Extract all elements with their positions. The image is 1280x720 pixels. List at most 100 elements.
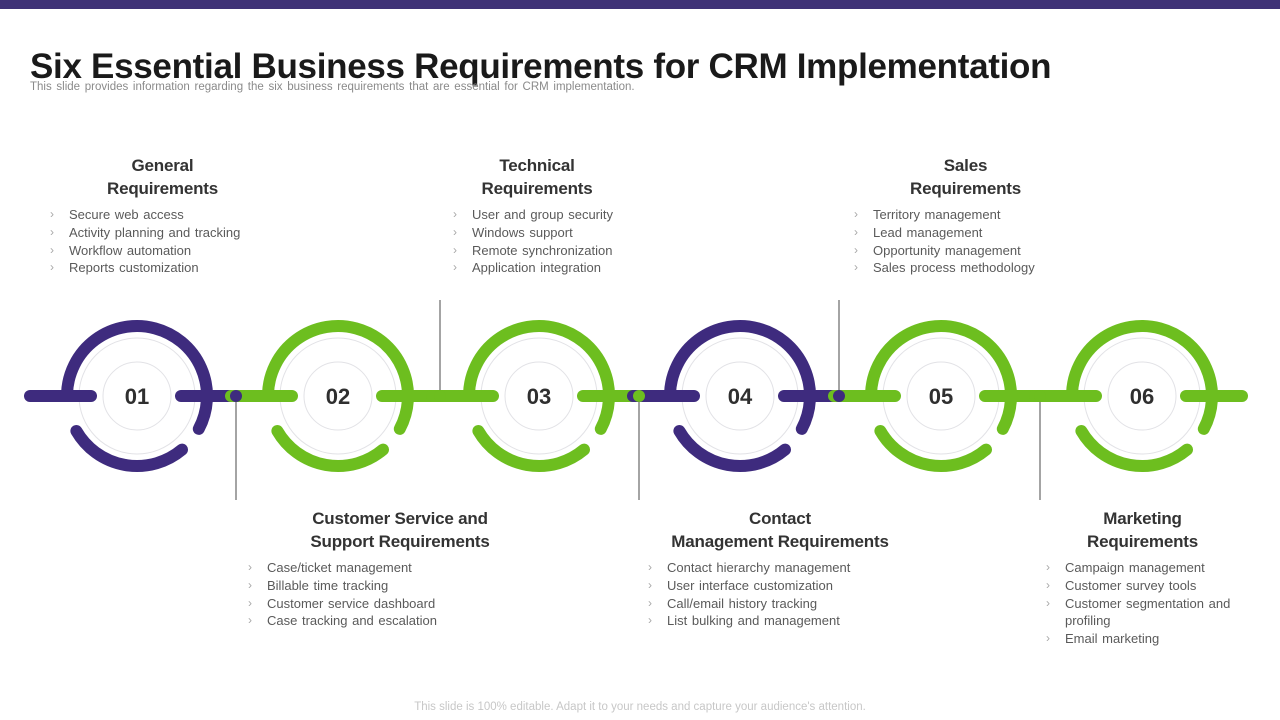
list-item-label: Remote synchronization	[472, 242, 613, 258]
list-item: › List bulking and management	[646, 612, 960, 630]
bullet-list: ›Secure web access ›Activity planning an…	[48, 206, 370, 277]
list-item: › Remote synchronization	[451, 242, 777, 260]
connector-dot	[230, 390, 242, 402]
arc-lower-03	[472, 425, 590, 472]
heading-line-1: General	[131, 156, 194, 175]
list-item: ›Windows support	[451, 224, 777, 242]
timeline-step-05: 05	[828, 320, 1047, 472]
list-item: ›Reports customization	[48, 259, 370, 277]
list-item-label: Case/ticket management	[267, 560, 412, 575]
block-heading: Customer Service and Support Requirement…	[240, 507, 560, 553]
heading-line-2: Management Requirements	[671, 532, 889, 551]
connector-440	[434, 300, 446, 402]
inner-ring-06	[1107, 361, 1177, 431]
list-item-label: Customer survey tools	[1065, 577, 1197, 593]
chevron-right-icon: ›	[453, 207, 457, 221]
list-item: ›Customer service dashboard	[246, 595, 600, 613]
heading-line-1: Technical	[499, 156, 575, 175]
connector-1040	[1034, 390, 1046, 500]
chevron-right-icon: ›	[648, 613, 652, 628]
list-item-label: Customer service dashboard	[267, 595, 436, 611]
chevron-right-icon: ›	[854, 242, 858, 257]
list-item: › Case tracking and escalation	[246, 612, 600, 630]
connector-839	[833, 300, 845, 402]
chevron-right-icon: ›	[453, 242, 457, 257]
list-item: ›Application integration	[451, 259, 777, 277]
chevron-right-icon: ›	[648, 595, 652, 610]
list-item: ›Opportunity management	[852, 242, 1178, 260]
list-item: ›Sales process methodology	[852, 259, 1178, 277]
footer-note: This slide is 100% editable. Adapt it to…	[414, 701, 866, 713]
chevron-right-icon: ›	[248, 613, 252, 628]
list-item: › Billable time tracking	[246, 577, 600, 595]
timeline-step-03: 03	[426, 320, 645, 472]
heading-line-2: Support Requirements	[310, 532, 490, 551]
page-title: Six Essential Business Requirements for …	[30, 47, 1052, 87]
chevron-right-icon: ›	[248, 560, 252, 574]
step-number-01: 01	[125, 384, 149, 409]
heading-line-1: Marketing	[1103, 509, 1182, 528]
bullet-list: ›Contact hierarchy management ›User inte…	[646, 559, 960, 630]
chevron-right-icon: ›	[648, 577, 652, 592]
block-heading: General Requirements	[30, 154, 295, 200]
list-item-label: Call/email history tracking	[667, 595, 818, 611]
arc-main-03	[463, 320, 615, 435]
connector-639	[633, 390, 645, 500]
chevron-right-icon: ›	[453, 260, 457, 275]
list-item-label: User and group security	[472, 207, 614, 222]
list-item: ›Secure web access	[48, 206, 370, 224]
list-item: ›Lead management	[852, 224, 1178, 242]
bullet-list: › Case/ticket management › Billable time t…	[246, 559, 600, 630]
bullet-list: ›Territory management ›Lead management ›…	[852, 206, 1178, 277]
inner-ring-01	[102, 361, 172, 431]
timeline-step-01: 01	[24, 320, 243, 472]
inner-ring-04	[705, 361, 775, 431]
timeline-step-04: 04	[627, 320, 846, 472]
list-item-label: User interface customization	[667, 577, 834, 593]
block-heading: Marketing Requirements	[1030, 507, 1255, 553]
chevron-right-icon: ›	[854, 224, 858, 239]
bullet-list: ›Campaign management ›Customer survey to…	[1044, 559, 1280, 648]
requirement-block-customer-service: Customer Service and Support Requirement…	[240, 507, 600, 630]
list-item-label: Billable time tracking	[267, 577, 389, 593]
heading-line-2: Requirements	[910, 179, 1021, 198]
timeline-step-02: 02	[225, 320, 444, 472]
inner-ring-05	[906, 361, 976, 431]
block-heading: Technical Requirements	[437, 154, 637, 200]
list-item: ›Customer survey tools	[1044, 577, 1280, 595]
requirement-block-technical: Technical Requirements › User and group s…	[437, 154, 777, 277]
list-item-label: Campaign management	[1065, 560, 1205, 575]
list-item: ›Email marketing	[1044, 630, 1280, 648]
chevron-right-icon: ›	[248, 577, 252, 592]
list-item: › Case/ticket management	[246, 559, 600, 577]
arc-main-02	[262, 320, 414, 435]
connector-dot	[633, 390, 645, 402]
step-number-04: 04	[728, 384, 753, 409]
list-item: ›Territory management	[852, 206, 1178, 224]
chevron-right-icon: ›	[50, 260, 54, 275]
list-item-label: Territory management	[873, 207, 1001, 222]
list-item-label: List bulking and management	[667, 613, 840, 629]
list-item: ›Customer segmentation and profiling	[1044, 595, 1280, 631]
connector-dot	[1034, 390, 1046, 402]
requirement-block-marketing: Marketing Requirements ›Campaign managem…	[1030, 507, 1280, 648]
arc-main-01	[61, 320, 213, 435]
requirement-block-sales: Sales Requirements ›Territory management…	[838, 154, 1178, 277]
list-item-label: Secure web access	[69, 207, 184, 222]
arc-lower-01	[70, 425, 188, 472]
list-item: ›Activity planning and tracking	[48, 224, 370, 242]
list-item-label: Windows support	[472, 224, 573, 240]
bullet-list: ›User and group security ›Windows suppor…	[451, 206, 777, 277]
top-accent-bar	[0, 0, 1280, 9]
arc-lower-06	[1075, 425, 1193, 472]
list-item-label: Workflow automation	[69, 242, 192, 258]
list-item-label: Case tracking and escalation	[267, 613, 437, 629]
heading-line-2: Requirements	[481, 179, 593, 198]
list-item: ›Campaign management	[1044, 559, 1280, 577]
chevron-right-icon: ›	[50, 242, 54, 257]
heading-line-1: Sales	[943, 156, 988, 175]
inner-ring-03	[504, 361, 574, 431]
chevron-right-icon: ›	[50, 224, 54, 239]
